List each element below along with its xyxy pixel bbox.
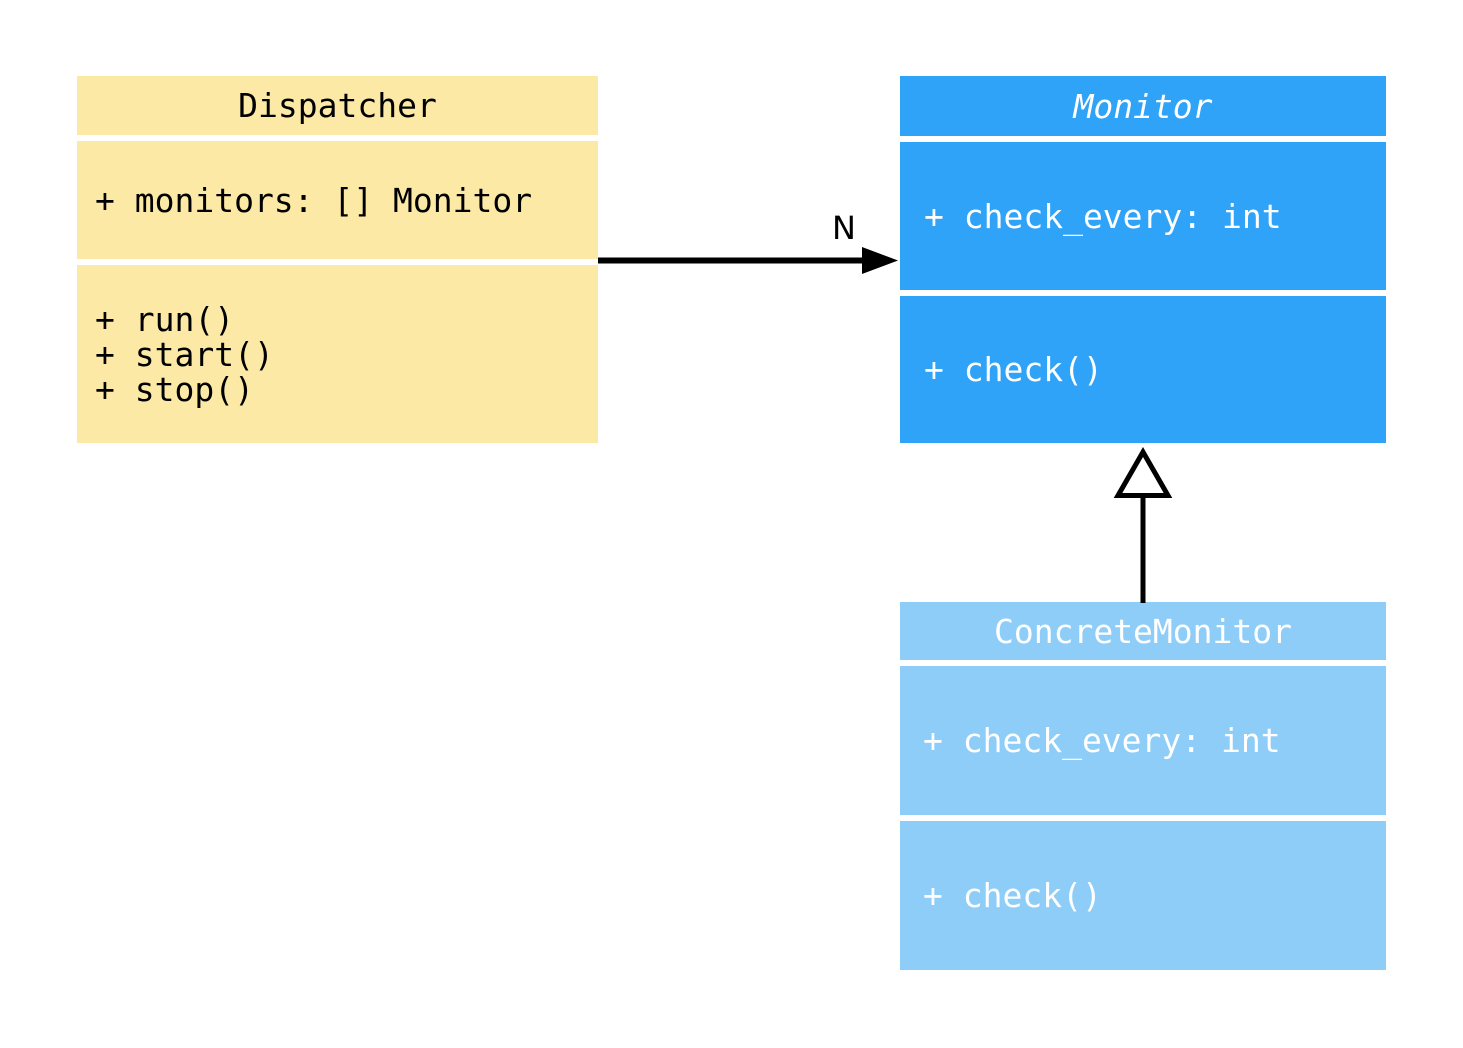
attribute-item: + check_every: int xyxy=(924,196,1282,236)
method-item: + check() xyxy=(924,350,1103,389)
class-concretemonitor-name: ConcreteMonitor xyxy=(900,602,1386,660)
class-dispatcher-methods: + run() + start() + stop() xyxy=(77,265,598,443)
method-item: + check() xyxy=(923,876,1102,915)
attribute-item: + check_every: int xyxy=(923,721,1281,760)
class-monitor-name: Monitor xyxy=(900,76,1386,136)
class-dispatcher-attributes: + monitors: [] Monitor xyxy=(77,141,598,259)
method-item: + stop() xyxy=(95,369,254,409)
association-arrow xyxy=(598,247,898,274)
attribute-item: + monitors: [] Monitor xyxy=(95,180,533,220)
class-concretemonitor-attributes: + check_every: int xyxy=(900,666,1386,815)
class-dispatcher: Dispatcher + monitors: [] Monitor + run(… xyxy=(77,76,598,443)
class-dispatcher-name: Dispatcher xyxy=(77,76,598,135)
method-item: + start() xyxy=(95,334,274,374)
class-monitor-methods: + check() xyxy=(900,296,1386,443)
class-monitor: Monitor + check_every: int + check() xyxy=(900,76,1386,443)
generalization-arrow xyxy=(1113,446,1173,603)
association-multiplicity-label: N xyxy=(832,209,856,247)
method-item: + run() xyxy=(95,299,235,339)
class-concretemonitor: ConcreteMonitor + check_every: int + che… xyxy=(900,602,1386,970)
class-concretemonitor-methods: + check() xyxy=(900,821,1386,970)
class-monitor-attributes: + check_every: int xyxy=(900,142,1386,290)
